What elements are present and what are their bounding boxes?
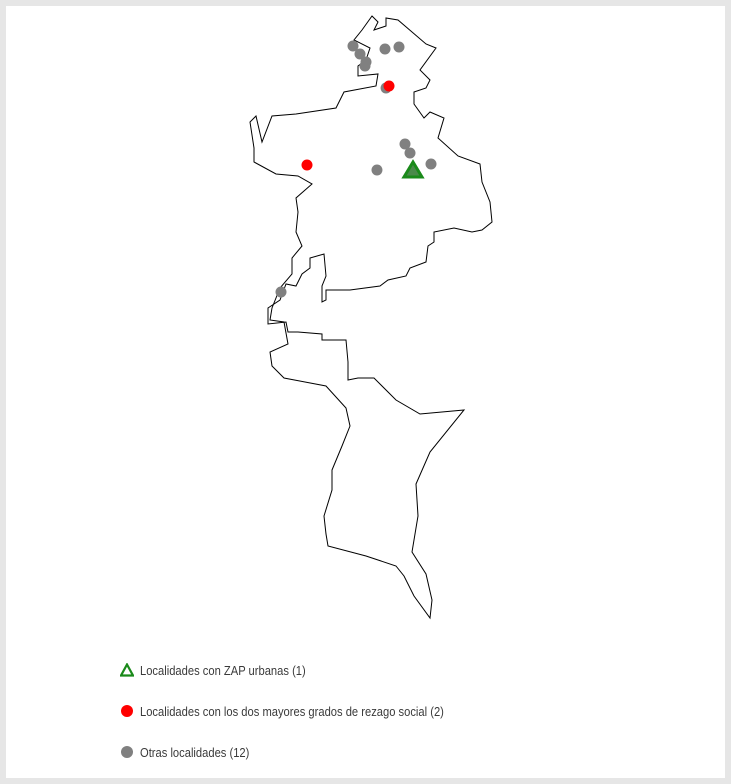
locality-marker-otra[interactable] <box>354 48 366 60</box>
map-panel: Localidades con ZAP urbanas (1) Localida… <box>6 6 725 778</box>
locality-marker-otra[interactable] <box>399 138 411 150</box>
locality-marker-otra[interactable] <box>404 147 416 159</box>
legend-item-rezago-social: Localidades con los dos mayores grados d… <box>120 701 493 721</box>
legend-label: Localidades con ZAP urbanas (1) <box>140 662 306 678</box>
map-canvas <box>249 15 493 620</box>
red-circle-icon <box>120 704 134 718</box>
locality-marker-rezago[interactable] <box>301 159 313 171</box>
locality-marker-otra[interactable] <box>347 40 359 52</box>
locality-marker-rezago[interactable] <box>383 80 395 92</box>
locality-marker-zap-urbana[interactable] <box>401 159 425 179</box>
legend-item-otras-localidades: Otras localidades (12) <box>120 742 493 762</box>
legend-label: Otras localidades (12) <box>140 744 250 760</box>
localities-layer <box>275 40 437 298</box>
gray-circle-icon <box>120 745 134 759</box>
locality-marker-otra[interactable] <box>275 286 287 298</box>
green-triangle-icon <box>120 663 134 677</box>
municipality-boundary[interactable] <box>249 15 493 620</box>
locality-marker-otra[interactable] <box>371 164 383 176</box>
locality-marker-otra[interactable] <box>425 158 437 170</box>
locality-marker-otra[interactable] <box>393 41 405 53</box>
map-legend: Localidades con ZAP urbanas (1) Localida… <box>120 660 493 783</box>
locality-marker-otra[interactable] <box>359 60 371 72</box>
legend-label: Localidades con los dos mayores grados d… <box>140 703 444 719</box>
legend-item-zap-urbana: Localidades con ZAP urbanas (1) <box>120 660 493 680</box>
locality-marker-otra[interactable] <box>379 43 391 55</box>
